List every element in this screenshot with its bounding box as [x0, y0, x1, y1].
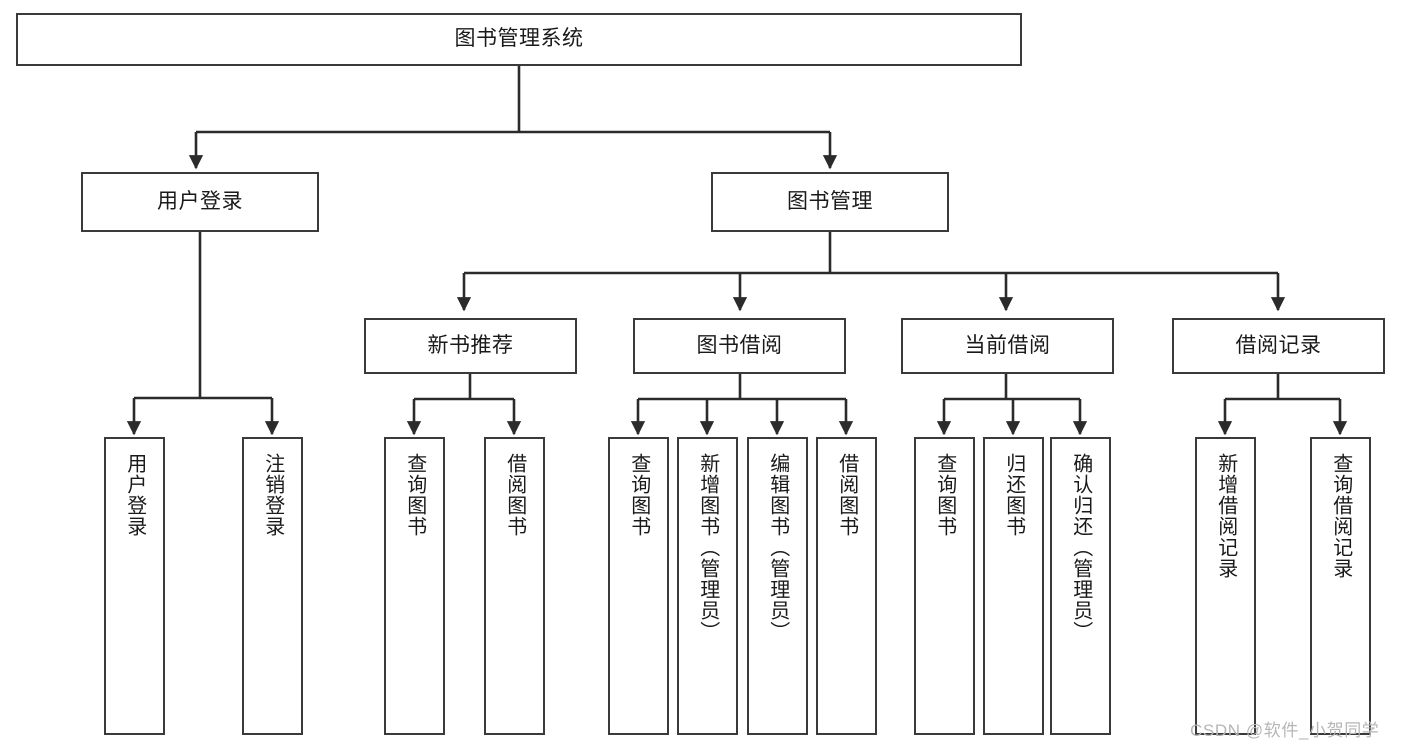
leaf-user-login[interactable]: 用户登录: [104, 437, 165, 735]
leaf-record-add-record-label: 新增借阅记录: [1214, 453, 1237, 579]
node-root-system[interactable]: 图书管理系统: [16, 13, 1022, 66]
leaf-borrow-edit-book-label: 编辑图书（管理员）: [766, 453, 789, 642]
leaf-borrow-query-book[interactable]: 查询图书: [608, 437, 669, 735]
node-user-login-label: 用户登录: [157, 189, 243, 213]
node-user-login[interactable]: 用户登录: [81, 172, 319, 232]
leaf-current-confirm-return-label: 确认归还（管理员）: [1069, 453, 1092, 642]
node-root-system-label: 图书管理系统: [454, 27, 584, 51]
node-current-borrow[interactable]: 当前借阅: [901, 318, 1114, 374]
leaf-newbook-borrow-book[interactable]: 借阅图书: [484, 437, 545, 735]
leaf-logout[interactable]: 注销登录: [242, 437, 303, 735]
node-current-borrow-label: 当前借阅: [964, 333, 1051, 357]
node-new-book-recommend-label: 新书推荐: [427, 333, 514, 357]
leaf-borrow-query-book-label: 查询图书: [627, 453, 650, 537]
leaf-record-query-record[interactable]: 查询借阅记录: [1310, 437, 1371, 735]
node-book-manage[interactable]: 图书管理: [711, 172, 949, 232]
leaf-current-confirm-return[interactable]: 确认归还（管理员）: [1050, 437, 1111, 735]
leaf-record-add-record[interactable]: 新增借阅记录: [1195, 437, 1256, 735]
node-book-manage-label: 图书管理: [787, 189, 873, 213]
watermark-credit: CSDN @软件_小贺同学: [1190, 721, 1380, 740]
node-borrow-record[interactable]: 借阅记录: [1172, 318, 1385, 374]
leaf-record-query-record-label: 查询借阅记录: [1329, 453, 1352, 579]
node-new-book-recommend[interactable]: 新书推荐: [364, 318, 577, 374]
node-book-borrow[interactable]: 图书借阅: [633, 318, 846, 374]
leaf-newbook-borrow-book-label: 借阅图书: [503, 453, 526, 537]
leaf-logout-label: 注销登录: [261, 453, 284, 537]
leaf-current-return-book-label: 归还图书: [1002, 453, 1025, 537]
leaf-current-query-book[interactable]: 查询图书: [914, 437, 975, 735]
leaf-borrow-add-book-label: 新增图书（管理员）: [696, 453, 719, 642]
leaf-borrow-borrow-book-label: 借阅图书: [835, 453, 858, 537]
node-book-borrow-label: 图书借阅: [696, 333, 783, 357]
node-borrow-record-label: 借阅记录: [1235, 333, 1322, 357]
leaf-borrow-borrow-book[interactable]: 借阅图书: [816, 437, 877, 735]
leaf-current-query-book-label: 查询图书: [933, 453, 956, 537]
leaf-user-login-label: 用户登录: [123, 453, 146, 537]
leaf-current-return-book[interactable]: 归还图书: [983, 437, 1044, 735]
leaf-borrow-edit-book[interactable]: 编辑图书（管理员）: [747, 437, 808, 735]
leaf-borrow-add-book[interactable]: 新增图书（管理员）: [677, 437, 738, 735]
leaf-newbook-query-book[interactable]: 查询图书: [384, 437, 445, 735]
leaf-newbook-query-book-label: 查询图书: [403, 453, 426, 537]
